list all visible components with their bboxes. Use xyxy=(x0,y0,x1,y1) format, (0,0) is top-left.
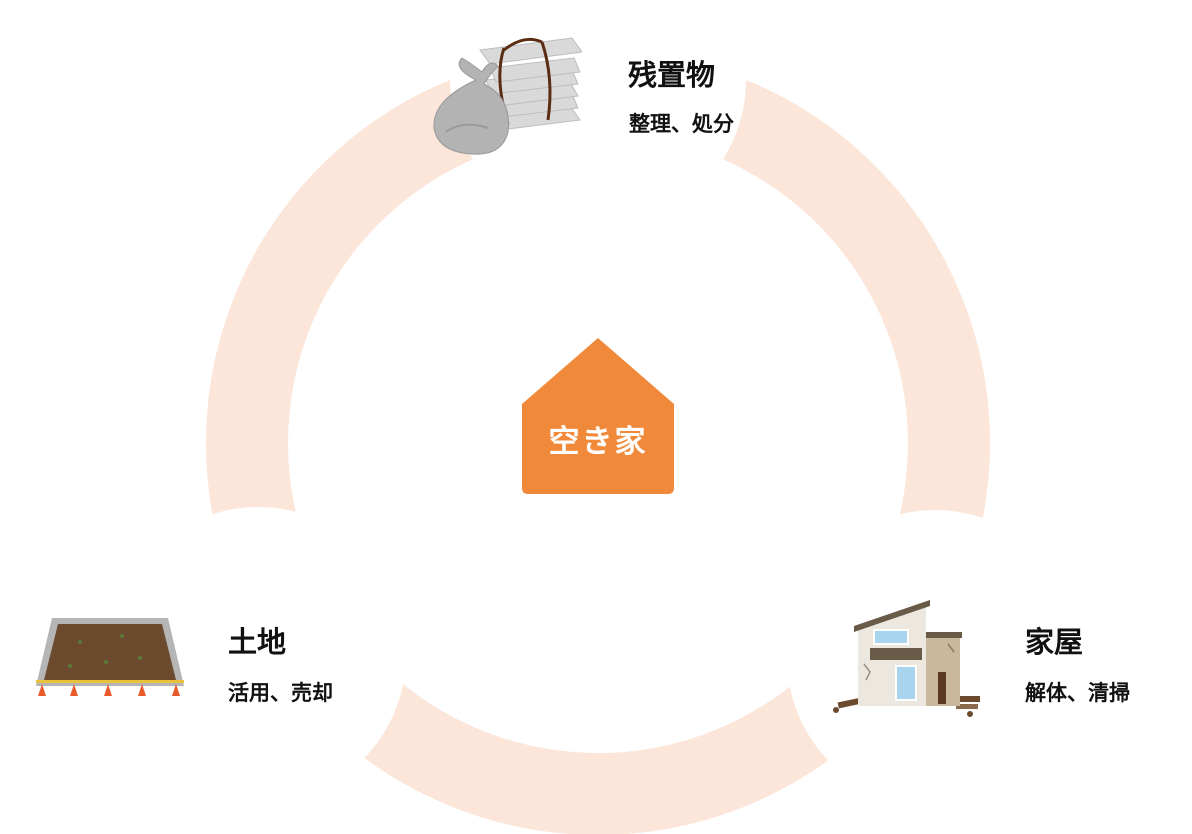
item-title-land: 土地 xyxy=(228,625,287,659)
item-subtitle-leftovers: 整理、処分 xyxy=(629,112,734,136)
damaged-house-icon xyxy=(830,600,982,718)
item-title-leftovers: 残置物 xyxy=(628,58,716,92)
trash-bag-and-bundled-papers-icon xyxy=(432,28,583,158)
item-subtitle-house: 解体、清掃 xyxy=(1025,681,1130,705)
center-house-badge: 空き家 xyxy=(522,338,674,494)
item-title-house: 家屋 xyxy=(1025,625,1084,659)
ring-arc xyxy=(206,51,990,834)
item-subtitle-land: 活用、売却 xyxy=(228,681,333,705)
house-shape-icon xyxy=(522,338,674,494)
vacant-land-lot-icon xyxy=(30,614,188,698)
center-label: 空き家 xyxy=(548,424,648,460)
